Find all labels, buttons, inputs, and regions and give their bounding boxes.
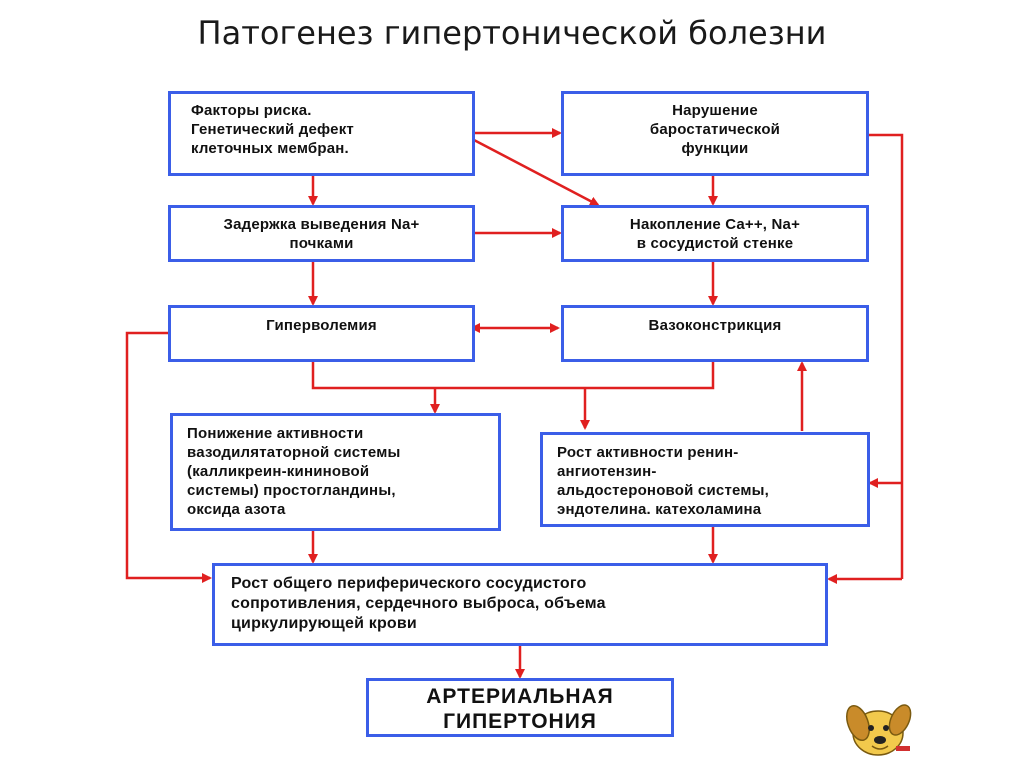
sodium-retention-text: Задержка выведения Na+ почками bbox=[223, 216, 420, 252]
dog-mascot-icon bbox=[846, 704, 912, 756]
hypertension-box: АРТЕРИАЛЬНАЯ ГИПЕРТОНИЯ bbox=[366, 678, 674, 737]
vasodilator-decrease-box: Понижение активности вазодилятаторной си… bbox=[170, 413, 501, 531]
connector-right-loop bbox=[868, 133, 904, 579]
raas-growth-text: Рост активности ренин- ангиотензин- альд… bbox=[557, 444, 770, 518]
connector-merge bbox=[311, 361, 715, 390]
hypervolemia-box: Гиперволемия bbox=[168, 305, 475, 362]
vasodilator-decrease-text: Понижение активности вазодилятаторной си… bbox=[187, 425, 401, 518]
raas-growth-box: Рост активности ренин- ангиотензин- альд… bbox=[540, 432, 870, 527]
arrow-risk-to-ion-accumulation bbox=[473, 138, 600, 207]
hypervolemia-text: Гиперволемия bbox=[266, 317, 377, 334]
baroreceptor-box: Нарушение баростатической функции bbox=[561, 91, 869, 176]
risk-factors-box: Факторы риска. Генетический дефект клето… bbox=[168, 91, 475, 176]
resistance-growth-text: Рост общего периферического сосудистого … bbox=[231, 575, 606, 632]
hypertension-text: АРТЕРИАЛЬНАЯ ГИПЕРТОНИЯ bbox=[426, 685, 614, 733]
arrow-hypervolemia-to-resistance bbox=[125, 331, 212, 583]
sodium-retention-box: Задержка выведения Na+ почками bbox=[168, 205, 475, 262]
resistance-growth-box: Рост общего периферического сосудистого … bbox=[212, 563, 828, 646]
ion-accumulation-text: Накопление Ca++, Na+ в сосудистой стенке bbox=[629, 216, 801, 252]
vasoconstriction-text: Вазоконстрикция bbox=[648, 317, 782, 334]
ion-accumulation-box: Накопление Ca++, Na+ в сосудистой стенке bbox=[561, 205, 869, 262]
risk-factors-text: Факторы риска. Генетический дефект клето… bbox=[191, 102, 354, 157]
vasoconstriction-box: Вазоконстрикция bbox=[561, 305, 869, 362]
slide-title: Патогенез гипертонической болезни bbox=[197, 14, 827, 52]
baroreceptor-text: Нарушение баростатической функции bbox=[649, 102, 781, 157]
